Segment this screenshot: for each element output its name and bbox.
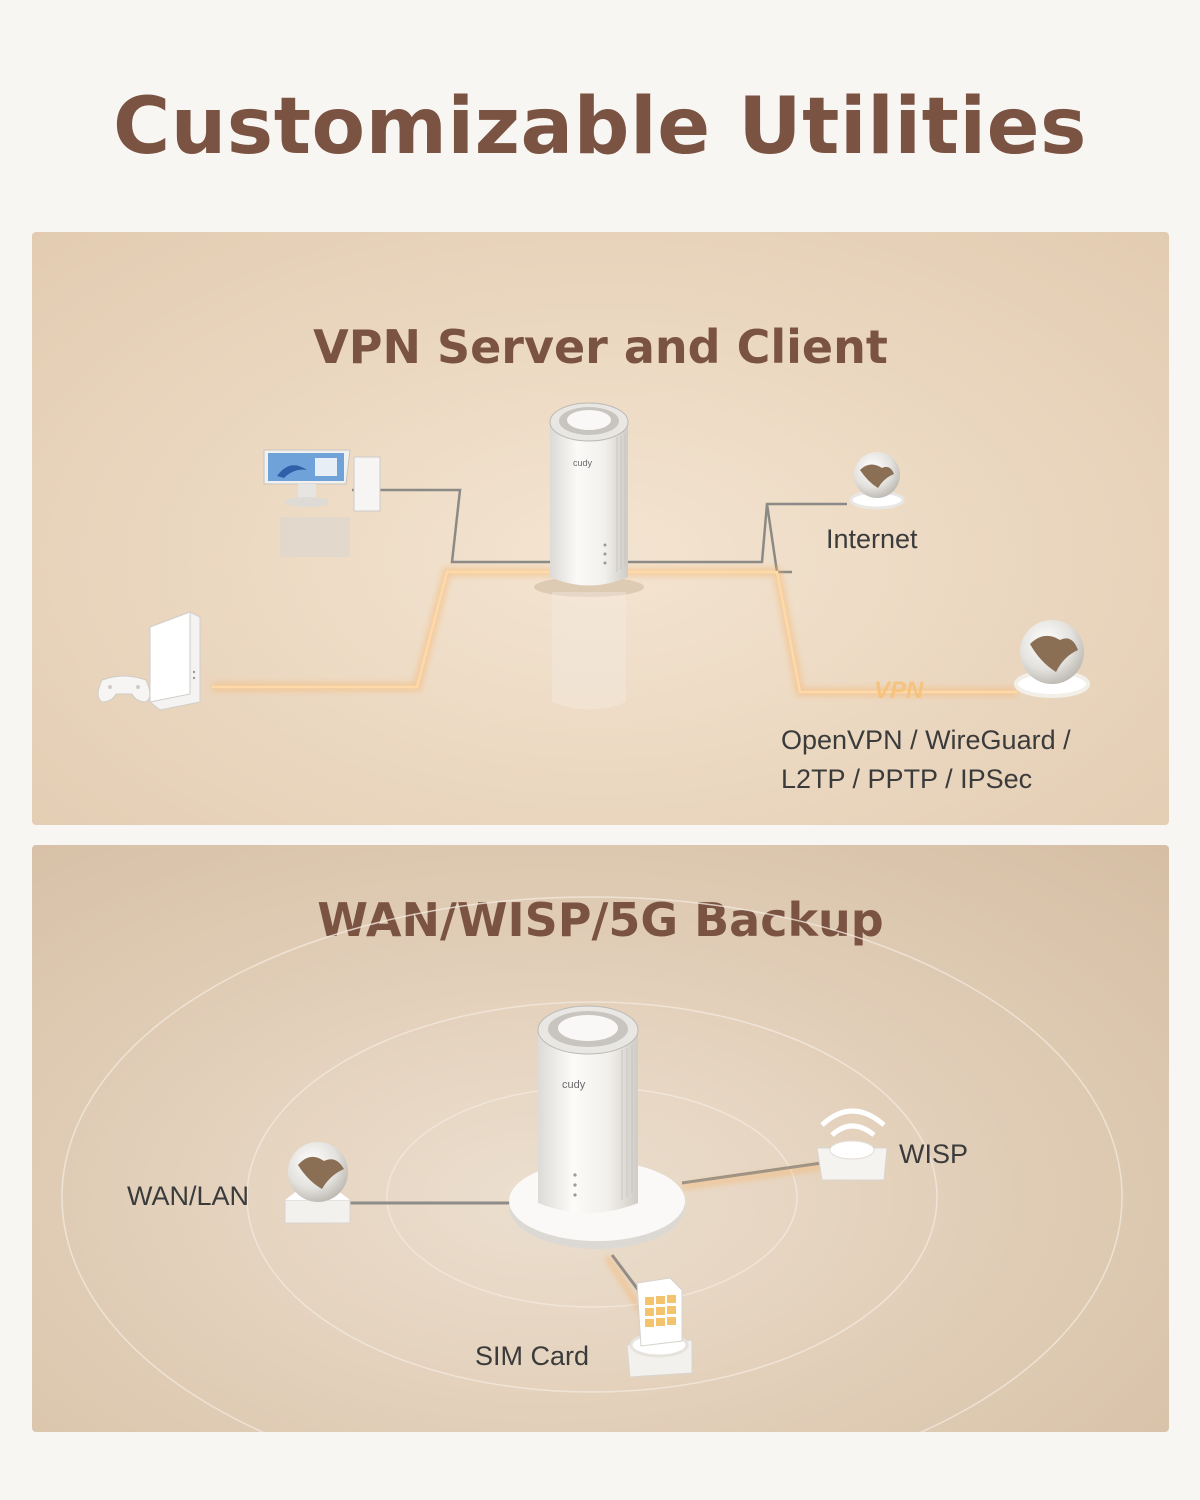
vpn-protocols-line-1: OpenVPN / WireGuard / bbox=[781, 725, 1071, 755]
page-title: Customizable Utilities bbox=[113, 82, 1087, 172]
wan-panel: WAN/WISP/5G Backup bbox=[32, 845, 1169, 1432]
router-icon: cudy bbox=[537, 1005, 639, 1213]
wan-lan-label: WAN/LAN bbox=[127, 1181, 250, 1211]
router-icon: cudy bbox=[534, 402, 644, 710]
globe-icon bbox=[284, 1142, 351, 1224]
computer-monitor-icon bbox=[263, 449, 381, 557]
wan-diagram: cudy bbox=[61, 896, 1123, 1432]
sim-card-label: SIM Card bbox=[475, 1341, 590, 1371]
internet-label: Internet bbox=[826, 524, 918, 554]
vpn-diagram: cudy bbox=[97, 402, 1090, 711]
vpn-panel: VPN Server and Client bbox=[32, 232, 1169, 825]
router-brand: cudy bbox=[562, 1079, 586, 1091]
nas-box-icon bbox=[149, 611, 201, 711]
game-controller-icon bbox=[97, 675, 151, 703]
wisp-label: WISP bbox=[899, 1139, 969, 1169]
sim-card-icon bbox=[626, 1277, 693, 1378]
vpn-protocols-line-2: L2TP / PPTP / IPSec bbox=[781, 764, 1033, 794]
wan-panel-title: WAN/WISP/5G Backup bbox=[317, 893, 884, 947]
globe-icon bbox=[849, 452, 905, 510]
connection-lines bbox=[350, 1161, 823, 1322]
router-brand: cudy bbox=[573, 458, 593, 468]
wifi-icon bbox=[816, 1108, 888, 1181]
globe-icon bbox=[1014, 620, 1090, 698]
vpn-panel-title: VPN Server and Client bbox=[313, 320, 888, 374]
vpn-tag: VPN bbox=[874, 677, 924, 704]
